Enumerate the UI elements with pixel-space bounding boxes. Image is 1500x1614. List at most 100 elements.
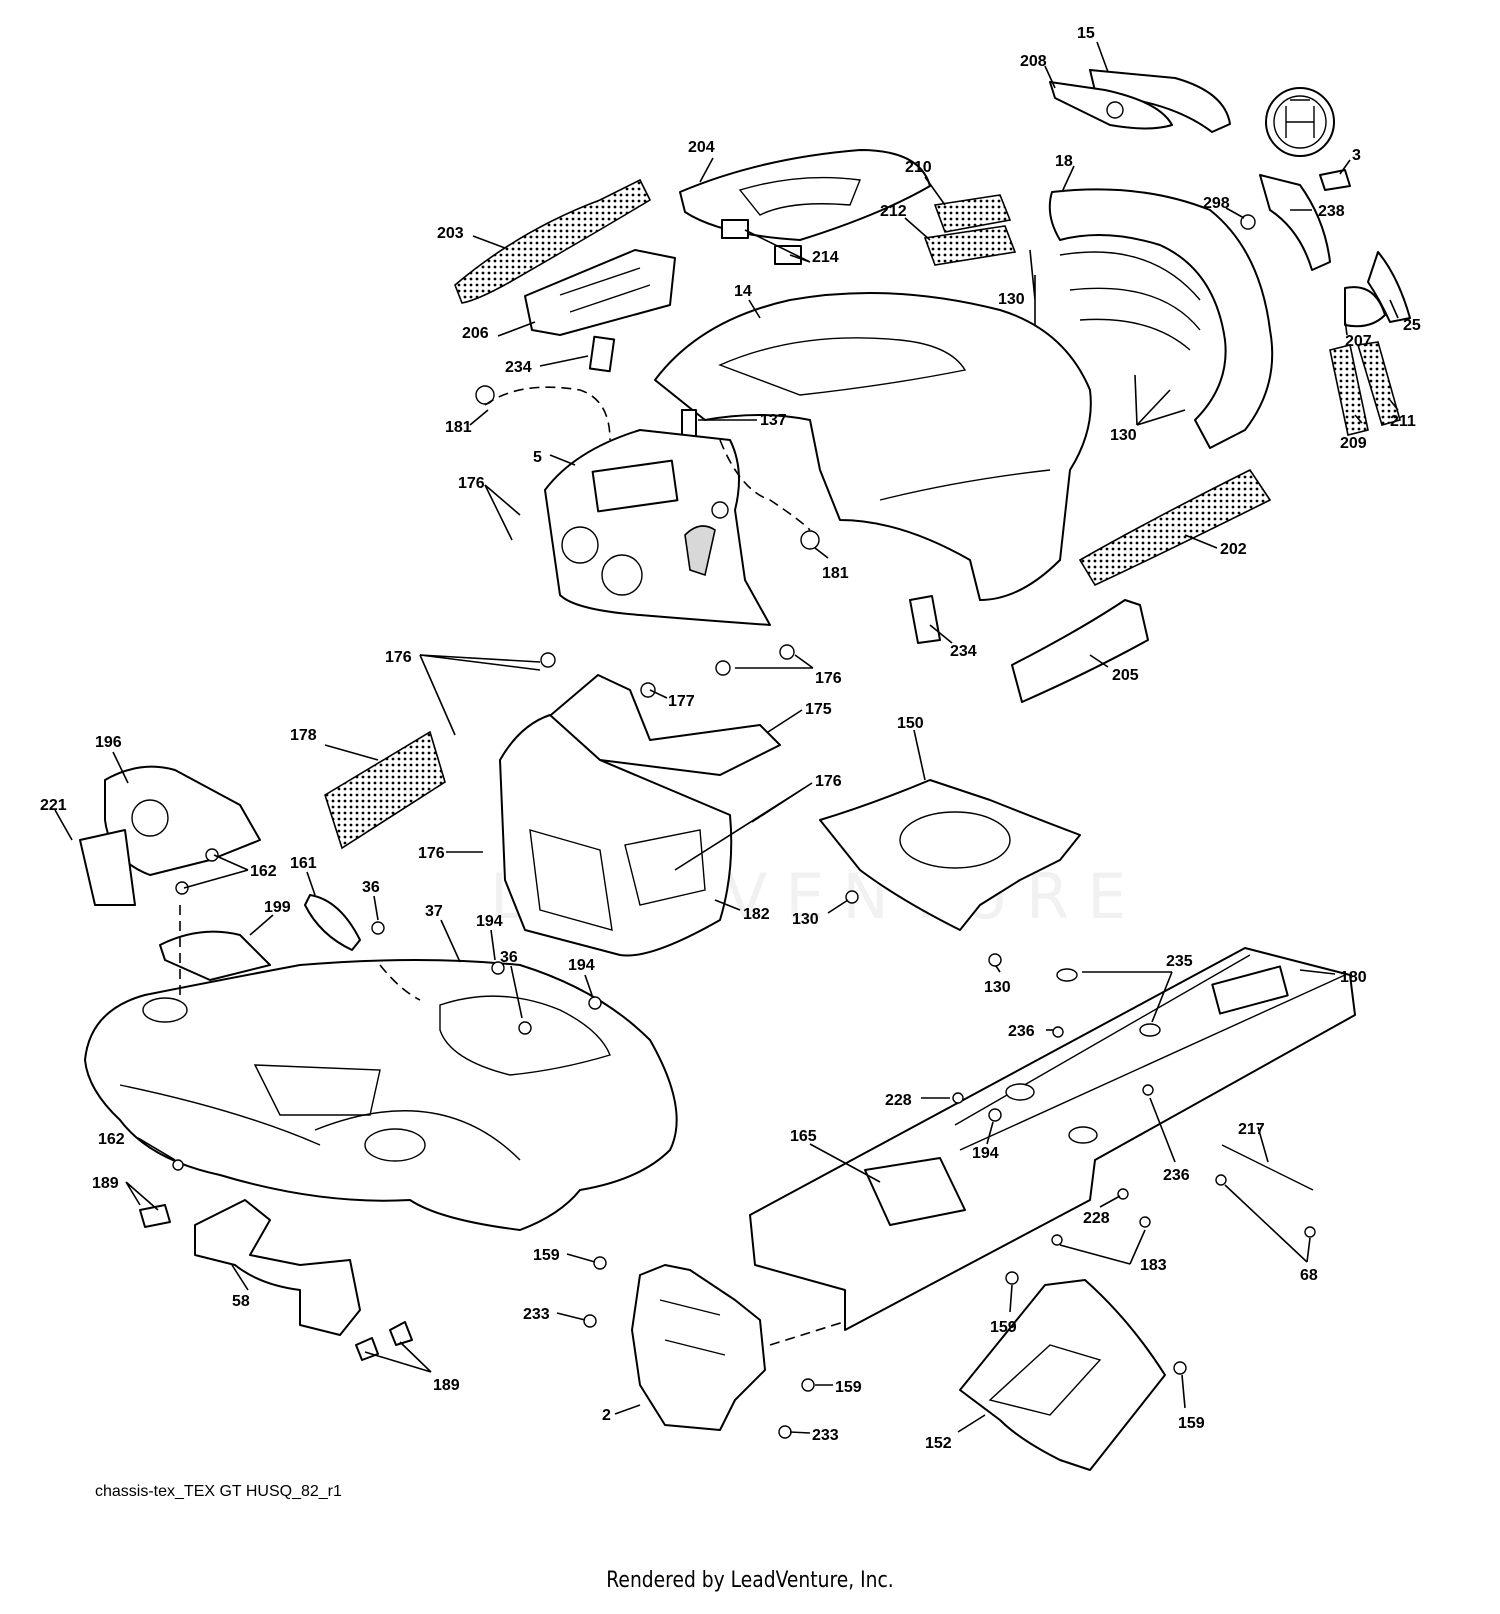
callout-3: 3 [1352,147,1361,164]
part-180-slot-b [1068,1126,1098,1144]
underbody [583,779,1187,1471]
callout-14: 14 [734,283,752,300]
callout-130-d: 130 [984,979,1011,996]
part-2-ribs [659,1299,726,1356]
callout-221: 221 [40,797,67,814]
hood-parts [454,69,1411,703]
part-162-a [205,848,219,862]
callout-234-a: 234 [505,359,532,376]
dash-assembly [324,385,820,957]
part-234-a [588,335,616,373]
callout-176-d: 176 [815,773,842,790]
part-130-a [845,890,859,904]
part-152-panel [988,1344,1102,1416]
part-182 [499,714,733,957]
part-58 [194,1199,361,1336]
callout-212: 212 [880,203,907,220]
part-165 [864,1157,966,1226]
part-183-a [1051,1234,1063,1246]
part-14 [654,291,1092,601]
callout-68: 68 [1300,1267,1318,1284]
callout-181-a: 181 [445,419,472,436]
callout-183: 183 [1140,1257,1167,1274]
part-207 [1344,286,1386,328]
part-189-b [389,1321,413,1346]
part-182-panel [624,829,706,906]
callout-36-b: 36 [500,949,518,966]
part-18 [1048,188,1274,449]
part-221 [79,829,136,906]
part-36-b [518,1021,532,1035]
part-194-b [588,996,602,1010]
callout-159-d: 159 [1178,1415,1205,1432]
callout-5: 5 [533,449,542,466]
part-68-a [1215,1174,1227,1186]
part-18-ribs [1059,251,1201,351]
callout-175: 175 [805,701,832,718]
callout-236-a: 236 [1008,1023,1035,1040]
part-235-a [1056,968,1078,982]
callout-194-b: 194 [568,957,595,974]
callout-165: 165 [790,1128,817,1145]
part-177 [640,682,656,698]
callout-176-e: 176 [418,845,445,862]
callout-182: 182 [743,906,770,923]
part-181-b [800,530,820,550]
frame [749,947,1356,1331]
part-235-b [1139,1023,1161,1037]
callout-159-a: 159 [533,1247,560,1264]
part-176-c [779,644,795,660]
part-238 [1259,174,1331,271]
part-176-b [715,660,731,676]
part-37-seat-pocket [439,995,611,1076]
callout-178: 178 [290,727,317,744]
part-161 [304,894,361,951]
part-214-a [721,219,749,239]
part-196-hole [131,799,169,837]
part-208-hole [1106,101,1124,119]
part-217 [1221,1144,1314,1191]
callout-18: 18 [1055,153,1073,170]
part-206-ribs [559,267,651,313]
part-194-c [988,1108,1002,1122]
callout-204: 204 [688,139,715,156]
callout-37: 37 [425,903,443,920]
part-162-c [172,1159,184,1171]
part-298 [1240,214,1256,230]
callout-236-b: 236 [1163,1167,1190,1184]
part-14-vent [718,337,967,396]
part-159-c [1005,1271,1019,1285]
callout-202: 202 [1220,541,1247,558]
part-211 [1356,341,1401,426]
part-212 [923,225,1017,266]
callout-152: 152 [925,1435,952,1452]
part-152 [959,1279,1166,1471]
part-209 [1329,344,1369,436]
part-180-cutout [1211,965,1289,1015]
part-5-socket-a [561,526,599,564]
part-37-edges [119,1084,521,1161]
part-233-b [778,1425,792,1439]
callout-228-b: 228 [1083,1210,1110,1227]
logo-mark-icon [1285,99,1315,138]
part-159-b [801,1378,815,1392]
callout-211: 211 [1390,413,1416,430]
part-182-window [529,829,613,931]
logo-emblem-inner [1273,95,1327,149]
part-228-a [952,1092,964,1104]
part-5-knob [711,501,729,519]
part-5-display [591,459,679,513]
callout-130-b: 130 [1110,427,1137,444]
part-159-d [1173,1361,1187,1375]
callout-189-a: 189 [92,1175,119,1192]
part-176-a [540,652,556,668]
cable-181-b [719,439,811,531]
callout-233-b: 233 [812,1427,839,1444]
part-204 [679,149,931,241]
part-204-scoop [738,176,861,216]
callout-176-c: 176 [815,670,842,687]
guide-frame [769,1319,851,1346]
callout-177: 177 [668,693,695,710]
callout-194-a: 194 [476,913,503,930]
part-236-a [1052,1026,1064,1038]
